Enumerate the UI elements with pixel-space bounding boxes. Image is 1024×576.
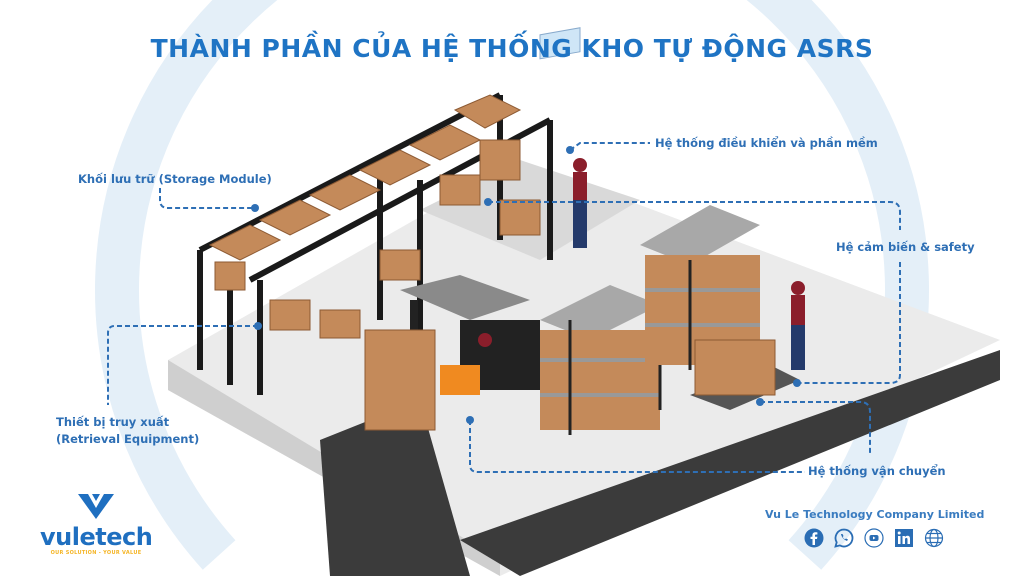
road-right — [460, 350, 1000, 576]
youtube-icon[interactable] — [864, 528, 884, 548]
control-screen — [539, 27, 581, 60]
label-retrieval-line1: Thiết bị truy xuất — [56, 415, 170, 429]
label-retrieval-line2: (Retrieval Equipment) — [56, 432, 200, 446]
vuletech-logo: vuletech OUR SOLUTION - YOUR VALUE — [40, 492, 153, 556]
logo-v-icon — [78, 494, 114, 519]
label-control-software: Hệ thống điều khiển và phần mềm — [655, 136, 878, 150]
leader-dots — [251, 146, 801, 424]
social-links — [804, 528, 944, 548]
forklift — [364, 275, 540, 431]
label-transport: Hệ thống vận chuyển — [808, 464, 946, 478]
worker-control — [573, 158, 587, 248]
label-sensor-safety: Hệ cảm biến & safety — [836, 240, 975, 254]
company-name: Vu Le Technology Company Limited — [765, 508, 985, 521]
label-retrieval-equipment: Thiết bị truy xuất (Retrieval Equipment) — [56, 414, 199, 448]
globe-icon[interactable] — [924, 528, 944, 548]
pallet-truck — [690, 281, 805, 410]
leader-lines — [107, 142, 901, 473]
whatsapp-icon[interactable] — [834, 528, 854, 548]
page-title: THÀNH PHẦN CỦA HỆ THỐNG KHO TỰ ĐỘNG ASRS — [150, 34, 874, 63]
road-left — [320, 400, 470, 576]
logo-tagline: OUR SOLUTION - YOUR VALUE — [50, 550, 142, 556]
rack-boxes — [208, 94, 541, 339]
label-storage-module: Khối lưu trữ (Storage Module) — [78, 172, 272, 186]
shelf-unit-1 — [540, 285, 662, 435]
facebook-icon[interactable] — [804, 528, 824, 548]
linkedin-icon[interactable] — [894, 528, 914, 548]
logo-wordmark: vuletech — [40, 523, 153, 551]
background-ring — [95, 0, 929, 570]
